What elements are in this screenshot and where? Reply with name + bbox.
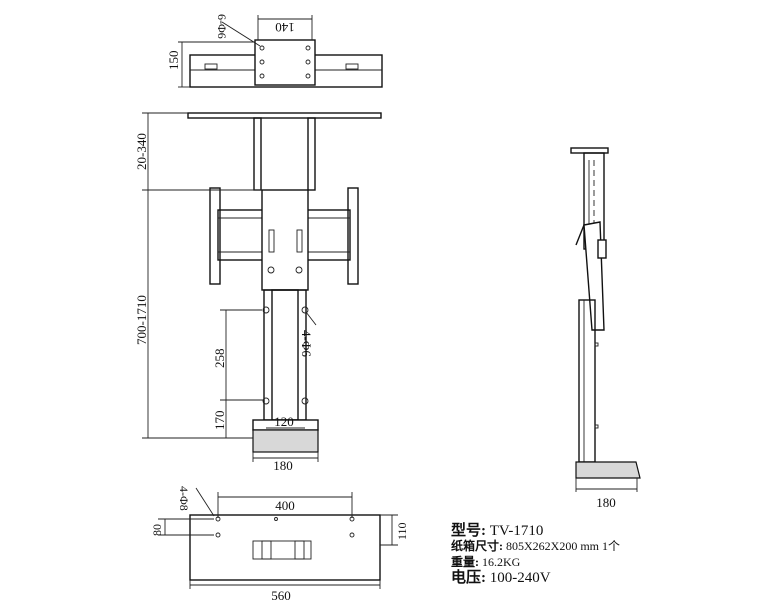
top-depth-label: 150 — [166, 51, 181, 71]
side-tilt-arm — [575, 224, 585, 246]
carriage-hole — [295, 266, 303, 274]
side-bracket-plate — [597, 239, 607, 259]
side-ceiling-cap — [570, 147, 609, 154]
top-slot-left — [204, 63, 218, 70]
top-gap-label: 20-340 — [134, 133, 149, 170]
top-hole — [305, 45, 311, 51]
top-hole — [305, 73, 311, 79]
base-hole — [349, 532, 355, 538]
leader-line — [305, 311, 317, 326]
spec-model: 型号: TV-1710 — [451, 519, 543, 540]
spec-weight: 重量: 16.2KG — [451, 553, 520, 570]
bottom-offset-label: 170 — [212, 411, 227, 431]
spec-carton-value: 805X262X200 mm 1个 — [506, 539, 621, 553]
hole-offset-label: 80 — [150, 524, 164, 536]
top-slot-right — [345, 63, 359, 70]
carriage-slot — [268, 229, 275, 253]
spec-voltage: 电压: 100-240V — [451, 566, 551, 587]
carriage-hole — [267, 266, 275, 274]
ceiling-plate — [187, 112, 382, 119]
side-base — [575, 461, 641, 479]
base-plan-view: 400 4-Φ8 80 110 560 — [150, 486, 409, 603]
bracket-rail-right — [347, 187, 359, 285]
top-hole-label: 6-Φ6 — [215, 14, 229, 39]
side-view: 180 — [570, 147, 641, 510]
top-width-label: 140 — [275, 20, 295, 35]
spec-weight-key: 重量: — [451, 555, 479, 569]
base-plate-outline — [189, 514, 381, 581]
top-hole — [259, 73, 265, 79]
spec-model-key: 型号: — [451, 523, 486, 539]
spec-voltage-value: 100-240V — [489, 570, 551, 586]
base-block — [252, 429, 319, 453]
carriage-slot — [296, 229, 303, 253]
spec-voltage-key: 电压: — [451, 570, 486, 586]
base-plate-center — [252, 540, 312, 560]
column-bolt — [301, 397, 309, 405]
base-hole — [274, 517, 278, 521]
base-plate-slot — [261, 540, 272, 560]
column-bolt — [262, 306, 270, 314]
side-base-width-label: 180 — [596, 495, 616, 510]
bracket-spacing-label: 258 — [212, 349, 227, 369]
spec-carton-key: 纸箱尺寸: — [451, 539, 503, 553]
front-view: 20-340 700-1710 258 170 4-Φ6 120 180 — [134, 112, 382, 473]
column-width-label: 120 — [274, 414, 294, 429]
top-view: 140 6-Φ6 150 — [166, 14, 383, 88]
top-hole — [305, 59, 311, 65]
base-width-label: 560 — [271, 588, 291, 603]
upper-rod-left — [253, 117, 262, 191]
leader-line — [195, 487, 215, 517]
front-base-width-label: 180 — [273, 458, 293, 473]
base-hole — [215, 532, 221, 538]
column-bolt — [262, 397, 270, 405]
side-tilt-bracket — [583, 221, 605, 331]
column-bolt — [301, 306, 309, 314]
spec-model-value: TV-1710 — [489, 523, 544, 539]
side-bolt — [594, 424, 599, 429]
side-bolt — [594, 342, 599, 347]
upper-rod-right — [307, 117, 316, 191]
spec-carton: 纸箱尺寸: 805X262X200 mm 1个 — [451, 537, 620, 554]
base-plate-slot — [294, 540, 305, 560]
bracket-rail-left — [209, 187, 221, 285]
bracket-hole-label: 4-Φ6 — [299, 330, 314, 357]
top-hole — [259, 45, 265, 51]
base-hole-label: 4-Φ8 — [177, 486, 191, 511]
carriage-plate — [261, 189, 309, 291]
top-hole — [259, 59, 265, 65]
travel-label: 700-1710 — [134, 295, 149, 345]
base-depth-label: 110 — [395, 522, 409, 540]
top-mount-plate — [254, 39, 316, 86]
column-inner — [271, 289, 299, 421]
spec-weight-value: 16.2KG — [482, 555, 521, 569]
hole-spacing-label: 400 — [275, 498, 295, 513]
